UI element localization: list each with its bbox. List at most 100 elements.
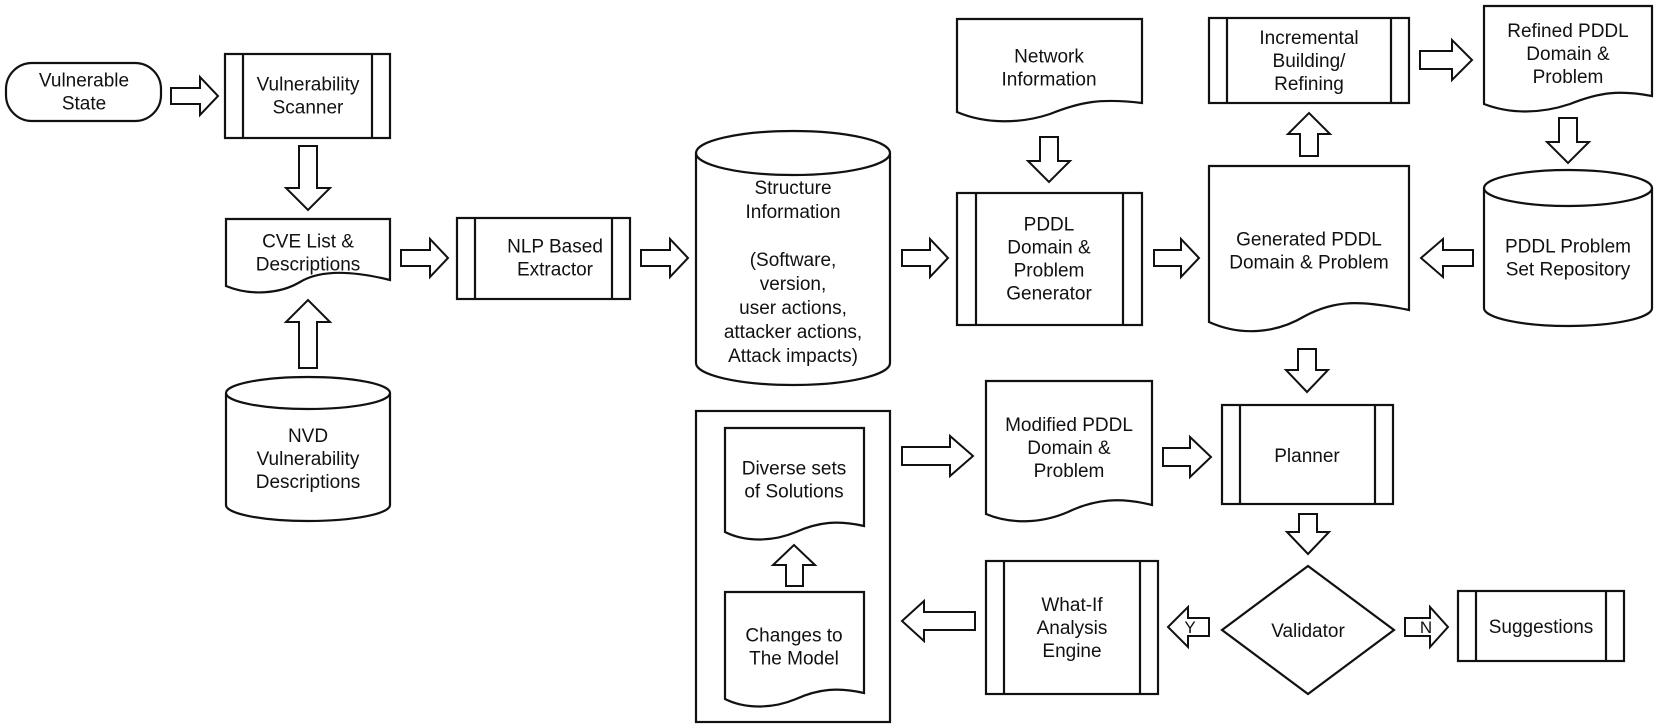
arrow-generated-to-planner	[1283, 348, 1331, 394]
planner-node: Planner	[1220, 403, 1395, 506]
suggestions-label: Suggestions	[1489, 617, 1594, 638]
generated-pddl-line: Generated PDDL	[1236, 230, 1382, 251]
modified-pddl-line: Modified PDDL	[1005, 415, 1133, 436]
nlp-extractor-line: NLP Based	[507, 237, 603, 258]
modified-pddl-line: Domain &	[1027, 438, 1111, 459]
incremental-line: Incremental	[1259, 28, 1358, 49]
structure-info-line: user actions,	[739, 298, 847, 319]
arrow-whatif-to-container	[900, 598, 976, 644]
arrow-generator-to-generated	[1153, 236, 1201, 280]
arrow-validator-to-suggestions	[1404, 604, 1450, 650]
pddl-generator-line: Domain &	[1007, 238, 1091, 259]
pddl-generator-line: Problem	[1014, 261, 1085, 282]
nlp-extractor-line: Extractor	[517, 260, 594, 281]
arrow-repo-to-generated	[1419, 236, 1474, 280]
arrow-state-to-scanner	[170, 74, 220, 118]
network-info-line: Network	[1014, 47, 1084, 68]
validator-node: Validator	[1220, 564, 1396, 696]
validator-line: Validator	[1271, 621, 1345, 642]
refined-pddl-line: Domain &	[1526, 44, 1610, 65]
nvd-line: Vulnerability	[257, 449, 360, 470]
vulnerable-state-line: Vulnerable	[39, 71, 129, 92]
incremental-line: Refining	[1274, 74, 1344, 95]
arrow-scanner-to-cve	[283, 145, 333, 212]
refined-pddl-line: Refined PDDL	[1507, 21, 1628, 42]
suggestions-line: Suggestions	[1489, 617, 1594, 638]
structure-info-line: version,	[760, 274, 827, 295]
arrow-nvd-to-cve	[283, 298, 333, 369]
arrow-network-to-generator	[1025, 136, 1073, 184]
network-info-line: Information	[1001, 70, 1096, 91]
nvd-line: Descriptions	[256, 472, 361, 493]
changes-line: Changes to	[745, 626, 842, 647]
structure-info-line: (Software,	[750, 250, 837, 271]
changes-line: The Model	[749, 649, 839, 670]
cve-list-line: Descriptions	[256, 255, 361, 276]
nvd-line: NVD	[288, 426, 328, 447]
arrow-refined-to-repo	[1544, 117, 1592, 165]
vulnerable-state-line: State	[62, 94, 106, 115]
arrow-nlp-to-structure	[640, 236, 690, 280]
edge-label-yes: Y	[1184, 618, 1195, 637]
arrow-modified-to-planner	[1162, 434, 1213, 480]
arrow-changes-to-diverse	[770, 543, 818, 587]
cve-list-label: CVE List &Descriptions	[256, 232, 361, 276]
diverse-line: of Solutions	[744, 482, 843, 503]
suggestions-node: Suggestions	[1456, 589, 1626, 663]
incremental-line: Building/	[1273, 51, 1347, 72]
edge-label-no: N	[1420, 618, 1432, 637]
pddl-generator-line: Generator	[1006, 284, 1092, 305]
problem-repo-line: PDDL Problem	[1505, 237, 1631, 258]
pddl-generator-line: PDDL	[1024, 215, 1075, 236]
arrow-incremental-to-refined	[1419, 37, 1474, 83]
whatif-line: Engine	[1042, 641, 1101, 662]
validator-label: Validator	[1271, 621, 1345, 642]
problem-repo-line: Set Repository	[1506, 260, 1631, 281]
arrow-planner-to-validator	[1284, 513, 1332, 556]
cve-list-node: CVE List &Descriptions	[224, 217, 392, 294]
arrow-generated-to-incremental	[1285, 111, 1333, 157]
modified-pddl-line: Problem	[1034, 461, 1105, 482]
diverse-line: Diverse sets	[742, 459, 847, 480]
structure-info-line: Information	[745, 202, 840, 223]
arrow-cve-to-nlp	[400, 236, 450, 280]
arrow-container-to-modified	[901, 433, 975, 479]
refined-pddl-line: Problem	[1533, 67, 1604, 88]
whatif-line: What-If	[1041, 595, 1103, 616]
structure-info-line: Structure	[754, 178, 831, 199]
structure-info-line: attacker actions,	[724, 322, 862, 343]
structure-info-line: Attack impacts)	[728, 346, 858, 367]
arrow-validator-to-whatif	[1166, 604, 1210, 650]
arrow-structure-to-generator	[901, 236, 950, 280]
cve-list-line: CVE List &	[262, 232, 354, 253]
whatif-line: Analysis	[1037, 618, 1108, 639]
